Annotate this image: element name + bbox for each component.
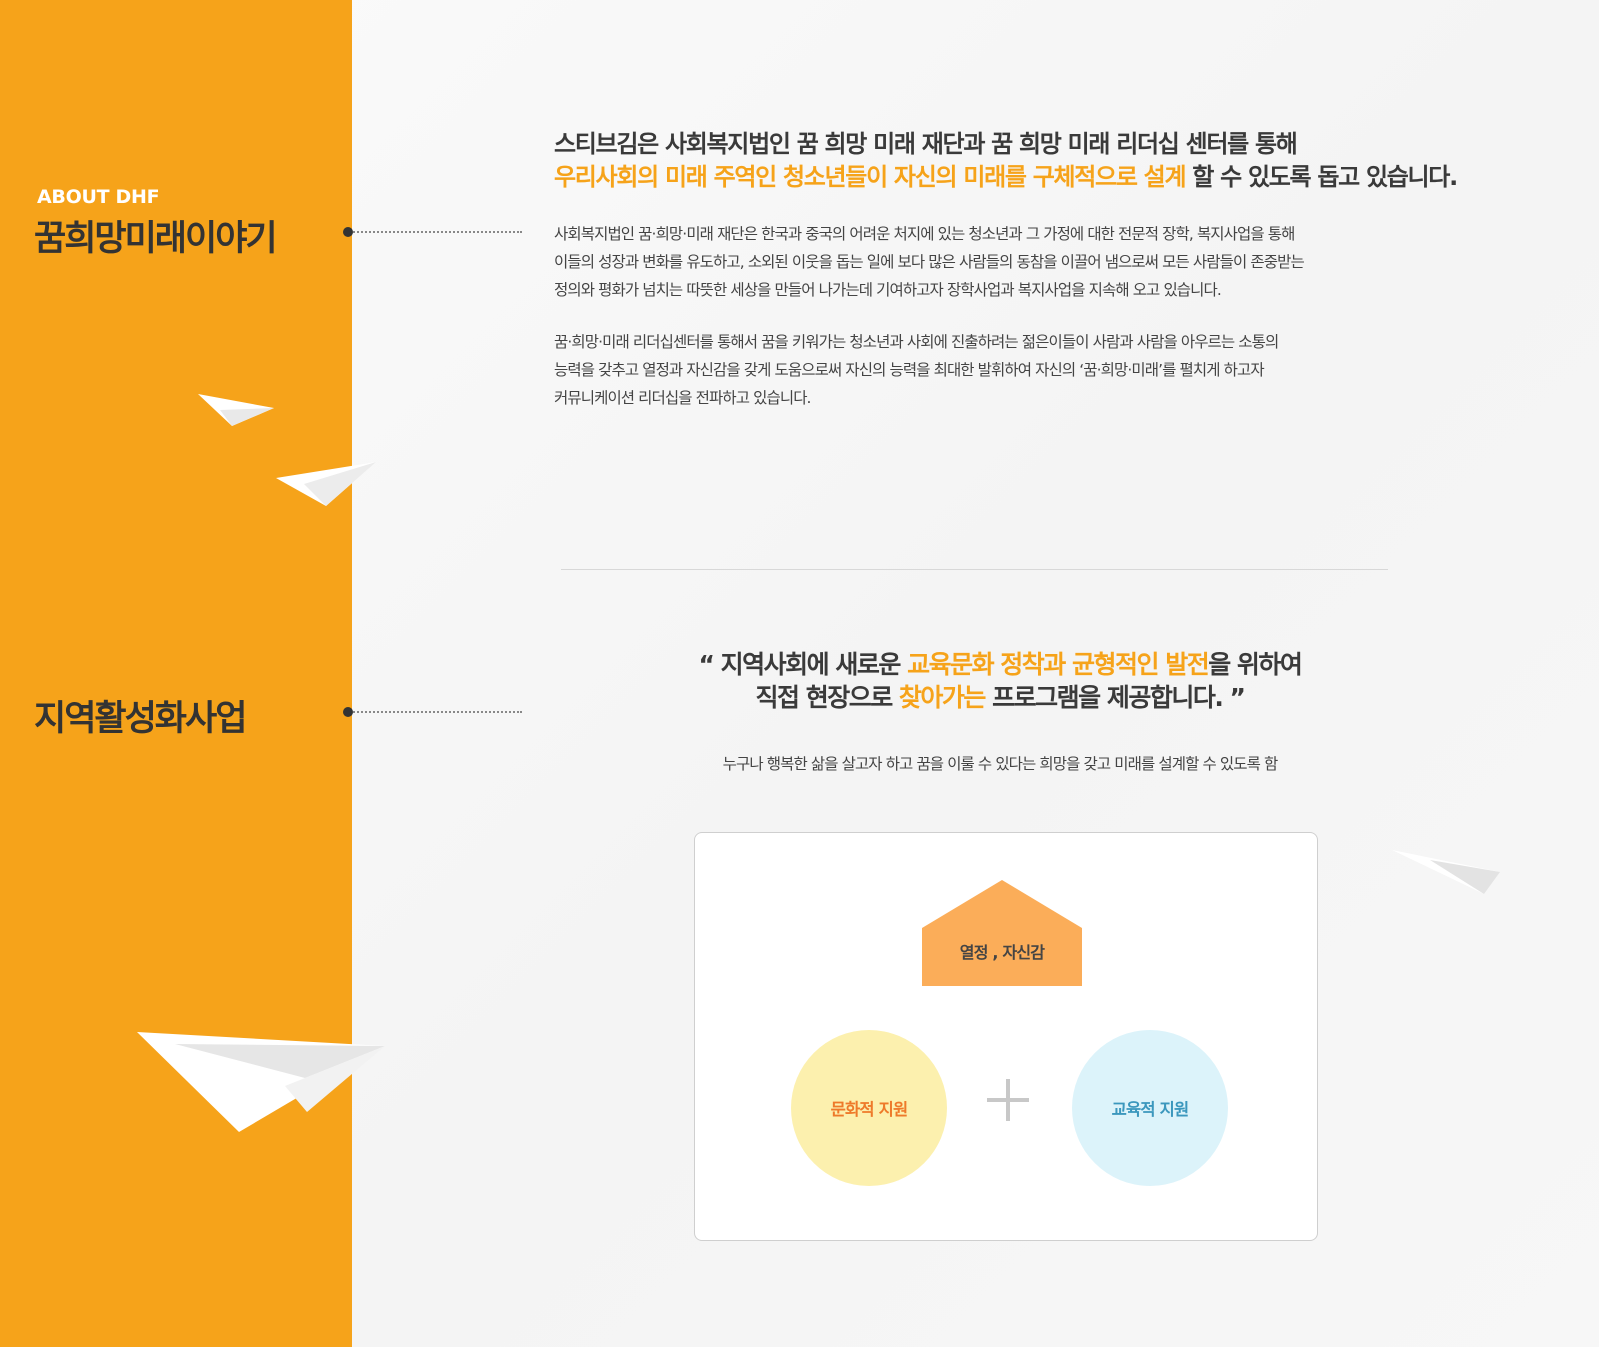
section-title-dream-story: 꿈희망미래이야기 xyxy=(34,219,278,259)
intro-section: 스티브김은 사회복지법인 꿈 희망 미래 재단과 꿈 희망 미래 리더십 센터를… xyxy=(554,128,1554,412)
paper-plane-icon xyxy=(276,462,376,506)
paper-plane-icon xyxy=(198,394,274,426)
section-title-community-project: 지역활성화사업 xyxy=(34,699,247,739)
paragraph-line: 커뮤니케이션 리더십을 전파하고 있습니다. xyxy=(554,389,811,407)
sidebar xyxy=(0,0,352,1347)
section-divider xyxy=(561,569,1388,570)
dotted-connector xyxy=(343,227,522,237)
paragraph-line: 정의와 평화가 넘치는 따뜻한 세상을 만들어 나가는데 기여하고자 장학사업과… xyxy=(554,281,1222,299)
dotted-connector xyxy=(343,707,522,717)
quote-text: “ 지역사회에 새로운 xyxy=(698,650,908,679)
quote-highlight: 교육문화 정착과 균형적인 발전 xyxy=(907,650,1210,679)
quote-text: 직접 현장으로 xyxy=(755,683,899,712)
paragraph-line: 꿈·희망·미래 리더십센터를 통해서 꿈을 키워가는 청소년과 사회에 진출하려… xyxy=(554,333,1279,351)
lead-rest: 할 수 있도록 돕고 있습니다. xyxy=(1185,163,1458,191)
paragraph-line: 능력을 갖추고 열정과 자신감을 갖게 도움으로써 자신의 능력을 최대한 발휘… xyxy=(554,361,1265,379)
quote-text: 을 위하여 xyxy=(1208,650,1303,679)
quote-block: “ 지역사회에 새로운 교육문화 정착과 균형적인 발전을 위하여 직접 현장으… xyxy=(600,648,1400,714)
quote-highlight: 찾아가는 xyxy=(898,683,987,712)
cultural-support-circle: 문화적 지원 xyxy=(791,1030,947,1186)
quote-subtext: 누구나 행복한 삶을 살고자 하고 꿈을 이룰 수 있다는 희망을 갖고 미래를… xyxy=(722,755,1279,773)
intro-paragraph-1: 사회복지법인 꿈·희망·미래 재단은 한국과 중국의 어려운 처지에 있는 청소… xyxy=(554,220,1554,304)
quote-line-1: “ 지역사회에 새로운 교육문화 정착과 균형적인 발전을 위하여 xyxy=(600,648,1400,681)
paragraph-line: 사회복지법인 꿈·희망·미래 재단은 한국과 중국의 어려운 처지에 있는 청소… xyxy=(554,225,1295,243)
paper-plane-icon xyxy=(1392,850,1500,894)
lead-highlight: 우리사회의 미래 주역인 청소년들이 자신의 미래를 구체적으로 설계 xyxy=(554,163,1187,191)
passion-confidence-label: 열정 , 자신감 xyxy=(959,943,1045,962)
house-shape-icon xyxy=(922,880,1082,986)
educational-support-circle: 교육적 지원 xyxy=(1072,1030,1228,1186)
quote-line-2: 직접 현장으로 찾아가는 프로그램을 제공합니다. ” xyxy=(600,681,1400,714)
paragraph-line: 이들의 성장과 변화를 유도하고, 소외된 이웃을 돕는 일에 보다 많은 사람… xyxy=(554,253,1305,271)
about-label: ABOUT DHF xyxy=(37,186,160,208)
educational-support-label: 교육적 지원 xyxy=(1111,1100,1190,1119)
lead-heading-line-2: 우리사회의 미래 주역인 청소년들이 자신의 미래를 구체적으로 설계 할 수 … xyxy=(554,161,1554,194)
lead-heading-line-1: 스티브김은 사회복지법인 꿈 희망 미래 재단과 꿈 희망 미래 리더십 센터를… xyxy=(554,130,1298,158)
cultural-support-label: 문화적 지원 xyxy=(830,1100,909,1119)
plus-icon xyxy=(987,1079,1029,1121)
program-diagram: 열정 , 자신감 문화적 지원 교육적 지원 xyxy=(694,832,1318,1241)
paper-plane-icon xyxy=(137,1032,385,1132)
intro-paragraph-2: 꿈·희망·미래 리더십센터를 통해서 꿈을 키워가는 청소년과 사회에 진출하려… xyxy=(554,328,1554,412)
quote-text: 프로그램을 제공합니다. ” xyxy=(984,683,1246,712)
